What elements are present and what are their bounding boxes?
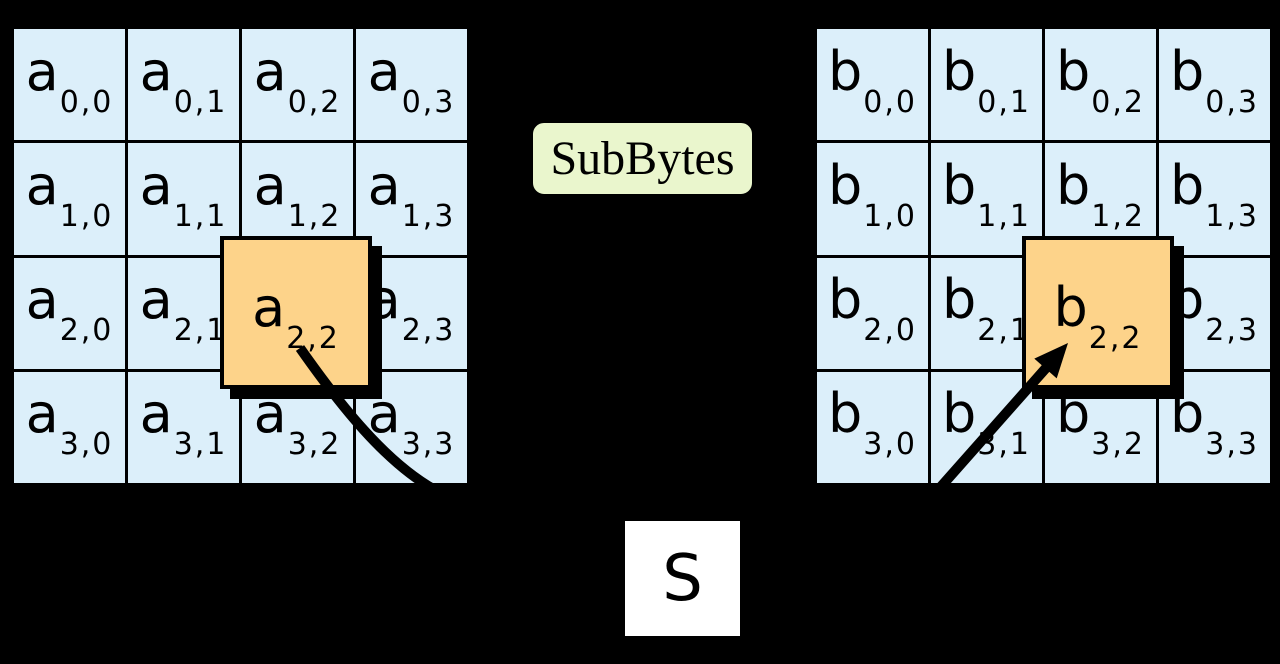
cell-letter: a [139,382,173,446]
sbox: S [625,521,740,636]
cell-b-1-0: b1,0 [817,143,928,255]
cell-letter: b [942,268,977,332]
cell-subscript: 2,3 [401,313,456,349]
cell-letter: a [253,39,287,103]
cell-letter: b [1170,268,1205,332]
cell-subscript: 1,3 [1205,198,1259,234]
cell-letter: b [828,153,863,217]
state-matrix-b: b0,0 b0,1 b0,2 b0,3 b1,0 b1,1 b1,2 b1,3 … [814,26,1273,486]
subbytes-label: SubBytes [550,132,735,185]
cell-letter: a [252,275,286,339]
cell-a-1-2: a1,2 [242,143,353,255]
cell-a-1-0: a1,0 [14,143,125,255]
cell-subscript: 2,2 [286,320,340,356]
cell-letter: b [1170,39,1205,103]
cell-letter: a [367,153,401,217]
highlighted-byte-a22: a2,2 [220,236,372,389]
cell-b-2-3: b2,3 [1159,257,1270,369]
cell-subscript: 2,2 [1088,320,1143,356]
cell-letter: b [1170,153,1205,217]
cell-subscript: 0,3 [1205,84,1259,120]
cell-letter: b [942,382,977,446]
cell-b-2-0: b2,0 [817,257,928,369]
cell-letter: a [25,382,59,446]
cell-letter: b [1056,382,1091,446]
cell-a-1-3: a1,3 [356,143,467,255]
highlighted-byte-b22: b2,2 [1022,236,1174,389]
cell-subscript: 3,1 [173,427,228,463]
cell-subscript: 3,3 [401,427,456,463]
cell-letter: a [139,39,173,103]
cell-a-0-0: a0,0 [14,29,125,141]
cell-subscript: 1,3 [401,198,456,234]
cell-letter: b [942,39,977,103]
cell-letter: a [139,153,173,217]
cell-subscript: 1,1 [977,198,1031,234]
cell-a-0-3: a0,3 [356,29,467,141]
cell-b-1-2: b1,2 [1045,143,1156,255]
cell-subscript: 3,3 [1205,427,1259,463]
cell-letter: a [139,268,173,332]
cell-subscript: 1,0 [863,198,917,234]
cell-letter: a [253,153,287,217]
cell-b-0-0: b0,0 [817,29,928,141]
cell-a-2-3: a2,3 [356,257,467,369]
cell-subscript: 2,1 [977,313,1031,349]
sbox-label: S [662,541,703,616]
cell-letter: b [1170,382,1205,446]
cell-b-1-1: b1,1 [931,143,1042,255]
cell-subscript: 3,0 [59,427,114,463]
cell-letter: b [1056,39,1091,103]
cell-subscript: 2,0 [59,313,114,349]
cell-letter: a [367,39,401,103]
cell-a-0-1: a0,1 [128,29,239,141]
cell-subscript: 2,3 [1205,313,1259,349]
cell-a-3-1: a3,1 [128,371,239,483]
cell-letter: a [367,382,401,446]
cell-b-0-3: b0,3 [1159,29,1270,141]
cell-subscript: 3,2 [287,427,342,463]
cell-subscript: 0,2 [287,84,342,120]
cell-letter: b [828,268,863,332]
cell-subscript: 2,1 [173,313,228,349]
cell-letter: b [942,153,977,217]
cell-subscript: 1,2 [287,198,342,234]
cell-a-3-3: a3,3 [356,371,467,483]
cell-subscript: 1,1 [173,198,228,234]
cell-subscript: 0,1 [977,84,1031,120]
cell-a-2-0: a2,0 [14,257,125,369]
cell-subscript: 1,0 [59,198,114,234]
cell-b-1-3: b1,3 [1159,143,1270,255]
cell-subscript: 2,0 [863,313,917,349]
cell-subscript: 0,0 [59,84,114,120]
cell-subscript: 0,3 [401,84,456,120]
cell-a-1-1: a1,1 [128,143,239,255]
cell-subscript: 1,2 [1091,198,1145,234]
cell-b-0-1: b0,1 [931,29,1042,141]
cell-letter: a [367,268,401,332]
cell-subscript: 3,0 [863,427,917,463]
subbytes-operation-box: SubBytes [530,120,755,197]
cell-letter: b [828,382,863,446]
cell-subscript: 0,1 [173,84,228,120]
cell-letter: b [1053,275,1088,339]
cell-a-0-2: a0,2 [242,29,353,141]
cell-b-3-3: b3,3 [1159,371,1270,483]
cell-subscript: 3,1 [977,427,1031,463]
cell-letter: a [25,153,59,217]
cell-letter: b [1056,153,1091,217]
cell-a-3-0: a3,0 [14,371,125,483]
cell-b-0-2: b0,2 [1045,29,1156,141]
cell-letter: a [25,268,59,332]
cell-letter: a [253,382,287,446]
cell-b-3-0: b3,0 [817,371,928,483]
cell-letter: a [25,39,59,103]
cell-subscript: 0,2 [1091,84,1145,120]
cell-b-3-2: b3,2 [1045,371,1156,483]
cell-letter: b [828,39,863,103]
cell-subscript: 3,2 [1091,427,1145,463]
cell-subscript: 0,0 [863,84,917,120]
